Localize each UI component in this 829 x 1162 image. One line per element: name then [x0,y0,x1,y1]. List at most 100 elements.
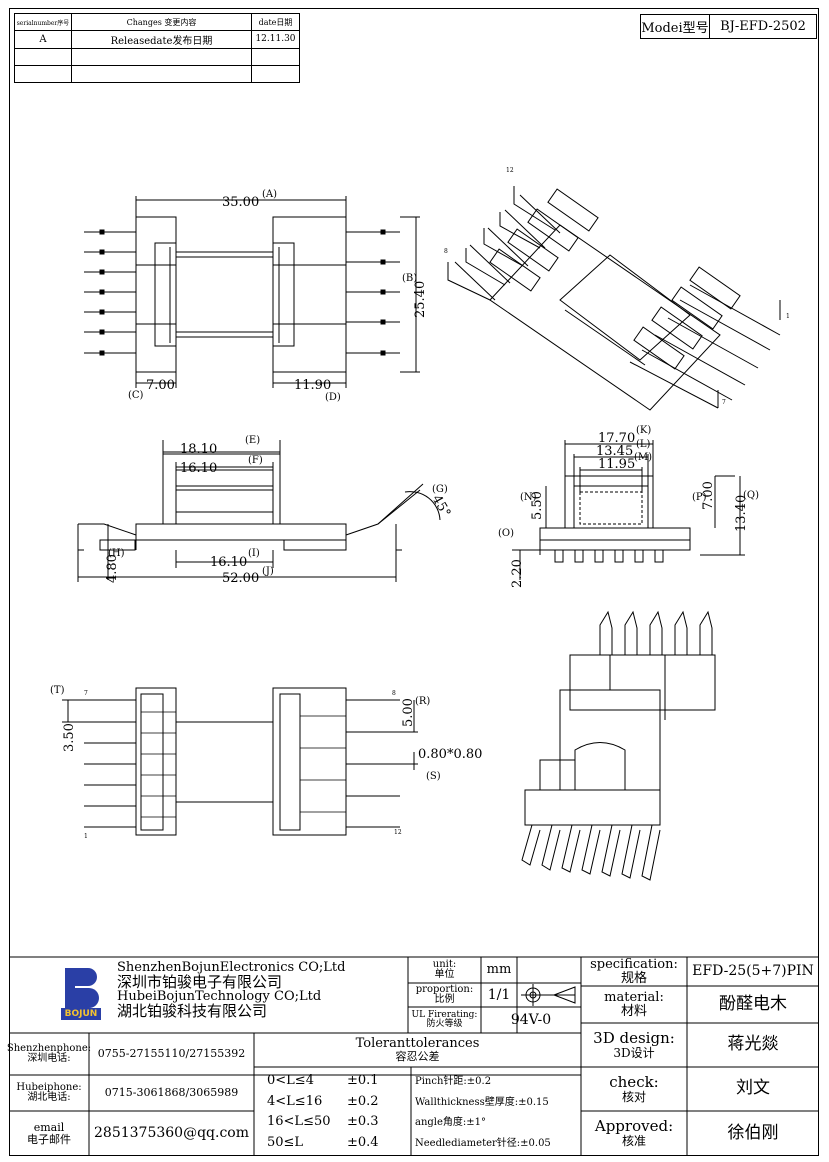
side-view [77,440,441,582]
material-label-cn: 材料 [620,1003,647,1019]
tol-note: Pinch针距:±0.2 [415,1076,492,1087]
model-label: Modei型号 [641,15,710,38]
dim-m-tag: (M) [634,452,652,463]
dim-m: 11.95 [598,457,635,472]
dim-i: 16.10 [210,555,247,570]
approved-label-cn: 核准 [621,1134,646,1149]
pin-label-7: 7 [722,399,726,406]
dim-h-tag: (H) [108,548,125,559]
dim-l: 13.45 [596,444,633,459]
tol-range: 0<L≤4 [267,1073,314,1088]
design-label-cn: 3D设计 [613,1045,655,1060]
dim-d-tag: (D) [325,392,341,403]
material-label: material:材料 [581,986,687,1023]
tol-note: Needlediameter针径:±0.05 [415,1137,551,1149]
revision-table: serialnumber序号 Changes 变更内容 date日期 A Rel… [14,12,300,84]
pin-label-12b: 12 [394,829,402,836]
dim-k-tag: (K) [636,425,651,436]
dim-n: 5.50 [530,491,545,520]
pin-label-1: 1 [786,313,790,320]
material-label-en: material: [604,989,664,1005]
unit-value: mm [486,962,512,978]
material-value: 酚醛电木 [719,993,787,1014]
pin-label-8b: 8 [392,690,396,697]
sz-phone-label-cn: 深圳电话: [27,1053,71,1064]
technical-drawing: 35.00 (A) 25.40 (B) 7.00 (C) 11.90 (D) 1… [50,167,790,881]
hb-phone-label: Hubeiphone:湖北电话: [9,1075,89,1111]
dim-a-tag: (A) [262,189,277,200]
tol-range: 16<L≤50 [267,1114,331,1129]
company-name-en-2: HubeiBojunTechnology CO;Ltd [117,989,322,1005]
dim-j: 52.00 [222,571,259,586]
tol-range: 4<L≤16 [267,1093,323,1109]
ul-value: 94V-0 [510,1011,552,1028]
model-value: BJ-EFD-2502 [720,19,806,34]
company-name-cn-2: 湖北铂骏科技有限公司 [117,1002,268,1021]
tolerance-ranges: 0<L≤4±0.1 4<L≤16±0.2 16<L≤50±0.3 50≤L±0.… [267,1071,379,1153]
check-value: 刘文 [736,1078,770,1099]
company-name-cn-1: 深圳市铂骏电子有限公司 [117,972,283,991]
dim-n-tag: (N) [520,492,537,503]
dim-e: 18.10 [180,442,217,457]
dim-r: 5.00 [401,698,416,727]
logo-text: BOJUN [61,1008,101,1020]
dim-f-tag: (F) [248,455,263,466]
sz-phone-label: Shenzhenphone:深圳电话: [7,1033,91,1075]
check-label-en: check: [609,1072,659,1091]
section-view [512,440,745,580]
dim-d: 11.90 [294,378,331,393]
dim-g: 45° [429,493,454,520]
dim-s: 0.80*0.80 [418,747,482,762]
dim-i-tag: (I) [248,548,260,559]
ul-label-cn: 防火等级 [426,1019,463,1029]
check-label-cn: 核对 [621,1089,646,1104]
dim-c-tag: (C) [128,390,144,401]
proportion-label-en: proportion: [415,983,474,995]
dim-g-tag: (G) [432,484,448,495]
pin-label-1b: 1 [84,833,88,840]
unit-label-en: unit: [432,958,457,970]
model-box: Modei型号 BJ-EFD-2502 [640,14,817,39]
drawing-frame [9,8,819,1156]
dim-t-tag: (T) [50,685,65,696]
tol-note: Wallthickness壁厚度:±0.15 [415,1096,549,1108]
isometric-view-2 [521,610,716,881]
check-label: check:核对 [581,1067,687,1111]
proportion-label-cn: 比例 [434,994,455,1005]
dim-k: 17.70 [598,431,635,446]
company-name-en-1: ShenzhenBojunElectronics CO;Ltd [117,960,346,975]
company-names: ShenzhenBojunElectronics CO;Ltd 深圳市铂骏电子有… [117,961,345,1020]
tol-value: ±0.1 [347,1073,379,1088]
unit-label: unit:单位 [408,957,481,983]
email-label-cn: 电子邮件 [27,1132,71,1146]
spec-value: EFD-25(5+7)PIN [692,963,814,980]
tol-range: 50≤L [267,1134,304,1150]
dim-a: 35.00 [222,195,259,210]
tolerance-title-en: Toleranttolerances [355,1036,480,1052]
tol-note: angle角度:±1° [415,1117,487,1128]
company-logo: BOJUN [61,968,101,1020]
dim-q-tag: (Q) [743,490,759,501]
tol-value: ±0.4 [347,1134,379,1150]
dim-b: 25.40 [413,281,428,318]
tolerance-title-cn: 容忍公差 [395,1050,440,1064]
dim-f: 16.10 [180,461,217,476]
dim-l-tag: (L) [636,439,651,450]
dim-e-tag: (E) [245,435,260,446]
title-block: BOJUN ShenzhenBojunElectronics CO;Ltd 深圳… [7,956,819,1156]
design-label: 3D design:3D设计 [581,1023,687,1067]
dim-p: 7.00 [701,481,716,510]
isometric-view-1 [447,186,781,411]
hb-phone-label-cn: 湖北电话: [27,1092,71,1103]
pin-label-7b: 7 [84,690,88,697]
ul-label-en: UL Firerating: [411,1009,478,1020]
dim-r-tag: (R) [415,696,430,707]
spec-label-cn: 规格 [620,970,647,986]
rev-cell [251,64,300,84]
tol-value: ±0.3 [347,1114,379,1129]
approved-label: Approved:核准 [581,1111,687,1156]
pin-label-12: 12 [506,167,514,174]
ul-label: UL Firerating:防火等级 [408,1007,481,1033]
